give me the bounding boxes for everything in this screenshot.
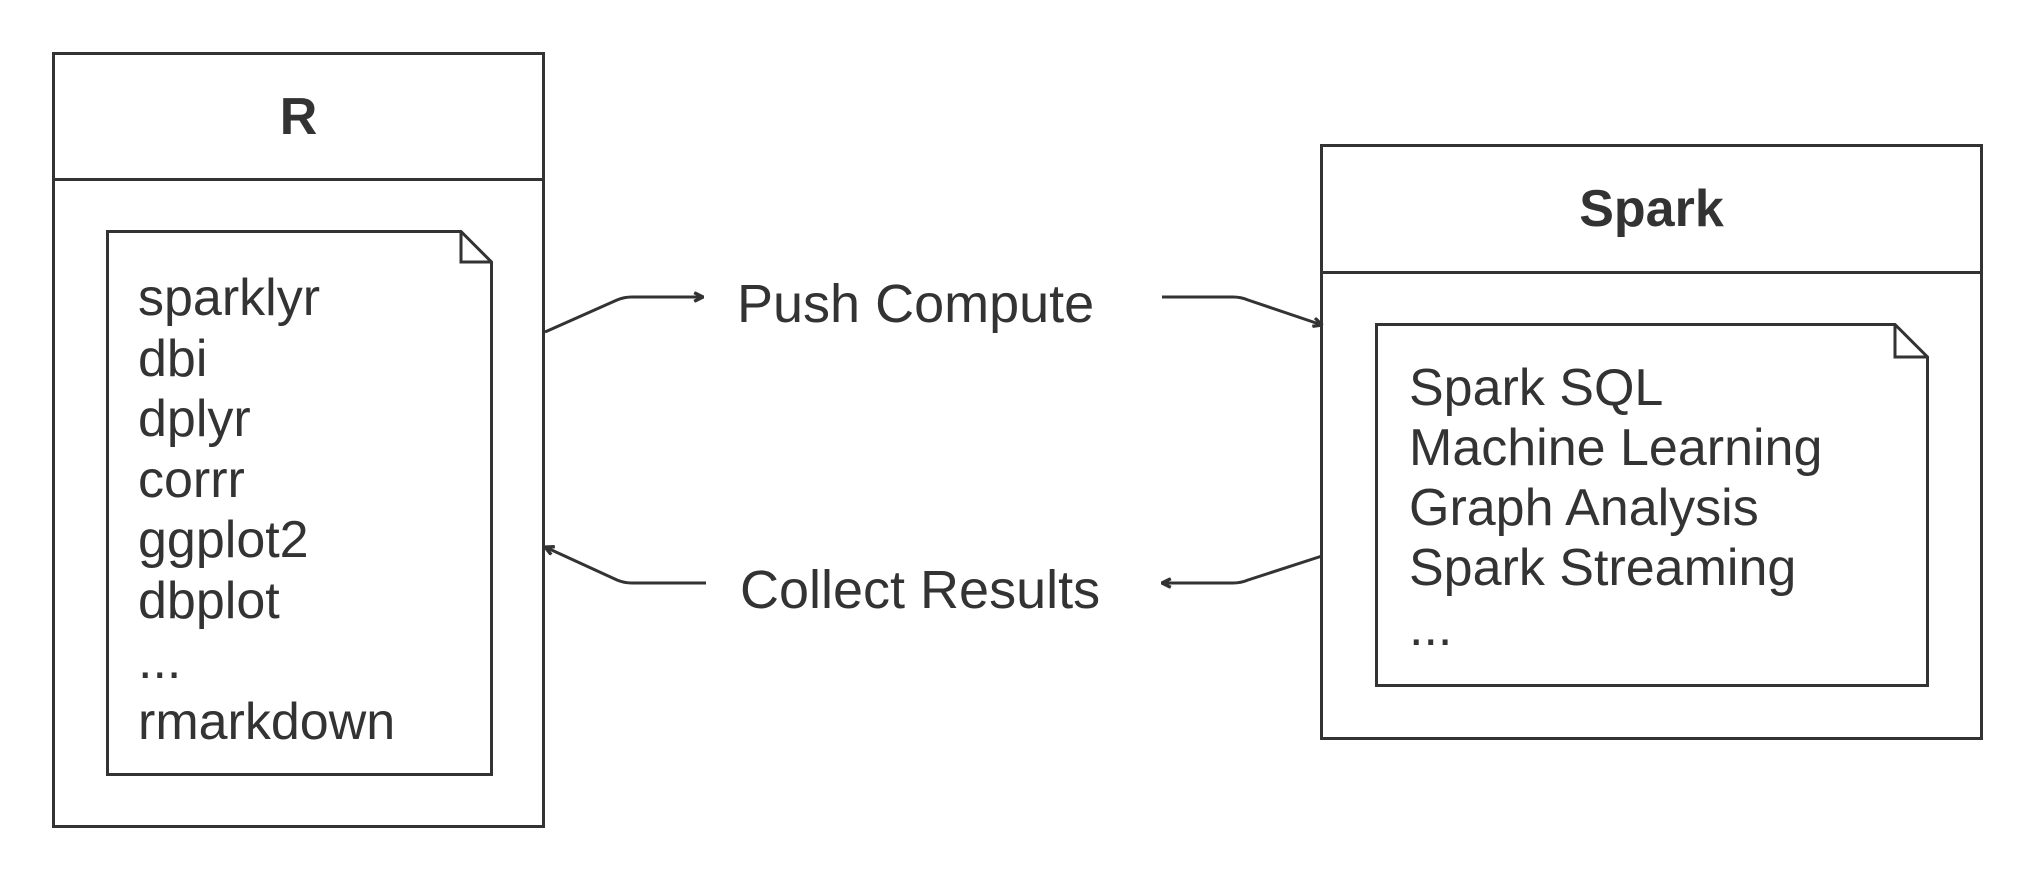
r-packages-note: sparklyr dbi dplyr corrr ggplot2 dbplot … — [106, 230, 493, 776]
spark-components-list: Spark SQL Machine Learning Graph Analysi… — [1409, 358, 1822, 658]
push-compute-label: Push Compute — [737, 274, 1095, 334]
r-box-title: R — [55, 55, 542, 181]
spark-components-note: Spark SQL Machine Learning Graph Analysi… — [1375, 323, 1929, 687]
list-item: ggplot2 — [138, 511, 309, 569]
push-arrow-right-segment — [1162, 295, 1322, 325]
push-arrow-left-segment — [544, 297, 703, 334]
list-item: dplyr — [138, 390, 251, 448]
list-item: dbi — [138, 329, 208, 388]
collect-arrow-left-segment — [545, 547, 706, 585]
collect-results-label: Collect Results — [740, 560, 1101, 620]
list-item: Spark Streaming — [1409, 539, 1797, 597]
list-item: Machine Learning — [1409, 419, 1823, 477]
list-item: Graph Analysis — [1409, 479, 1759, 537]
list-item: sparklyr — [138, 269, 321, 327]
spark-box-title: Spark — [1323, 147, 1980, 274]
list-item: dbplot — [138, 571, 280, 630]
collect-arrow-right-segment — [1162, 554, 1323, 583]
list-item: rmarkdown — [138, 692, 396, 751]
note-frame-icon — [106, 230, 493, 776]
list-item: corrr — [138, 450, 245, 509]
note-frame-icon — [1375, 323, 1929, 687]
list-item: Spark SQL — [1409, 359, 1664, 417]
r-packages-list: sparklyr dbi dplyr corrr ggplot2 dbplot … — [138, 268, 395, 752]
list-item: ... — [1409, 599, 1453, 657]
list-item: ... — [138, 632, 182, 690]
